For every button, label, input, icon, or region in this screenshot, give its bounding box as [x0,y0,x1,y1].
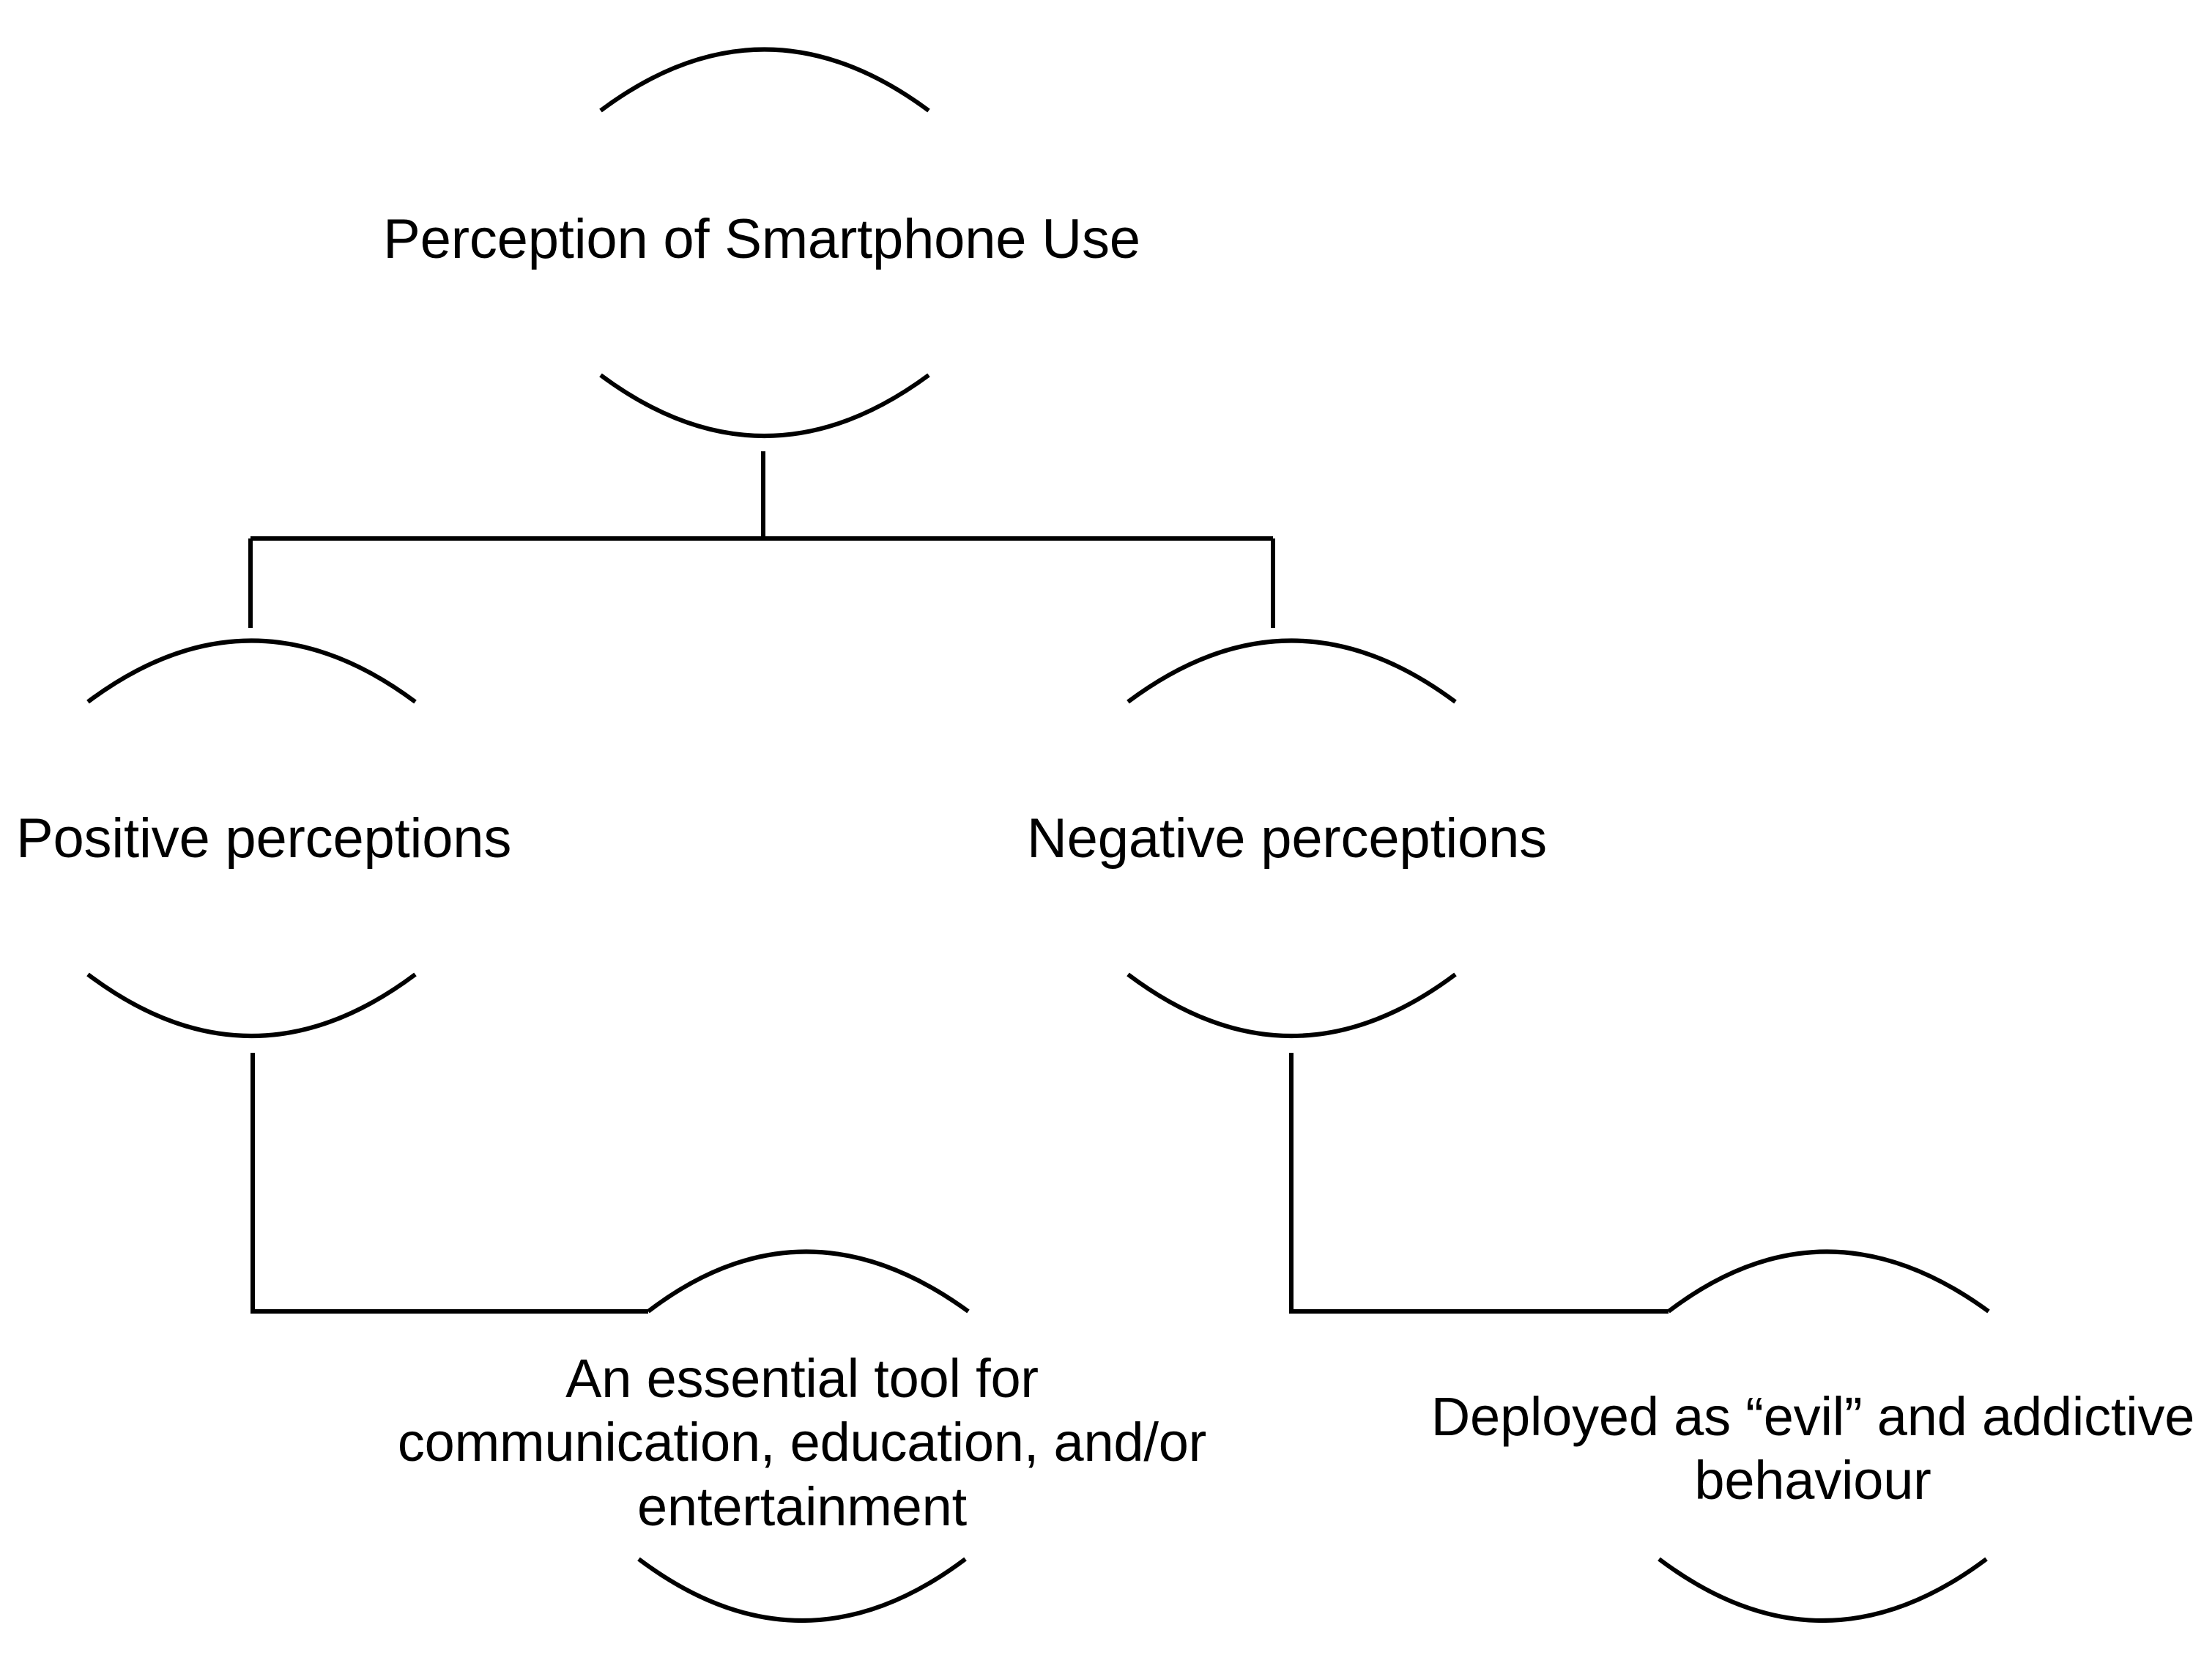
edge-positive-to-essential-tool [250,1053,648,1314]
edge-negative-to-evil-addictive [1289,1053,1669,1314]
root-node-arc-top [599,47,930,113]
evil-addictive-node-arc-bottom [1658,1557,1988,1623]
negative-node-arc-bottom [1127,972,1457,1038]
node-label-root: Perception of Smartphone Use [383,208,1140,270]
evil-addictive-node-arc-top [1667,1249,1990,1314]
node-label-negative-perceptions: Negative perceptions [1027,807,1547,870]
node-label-essential-tool: An essential tool for communication, edu… [397,1348,1207,1537]
positive-node-arc-bottom [86,972,417,1038]
essential-tool-node-arc-top [647,1249,970,1314]
essential-tool-node-arc-bottom [637,1557,967,1623]
root-node-arc-bottom [599,373,930,438]
positive-node-arc-top [86,638,417,704]
negative-node-arc-top [1127,638,1457,704]
node-label-evil-addictive: Deployed as “evil” and addictive behavio… [1430,1386,2195,1511]
node-label-positive-perceptions: Positive perceptions [16,807,512,870]
